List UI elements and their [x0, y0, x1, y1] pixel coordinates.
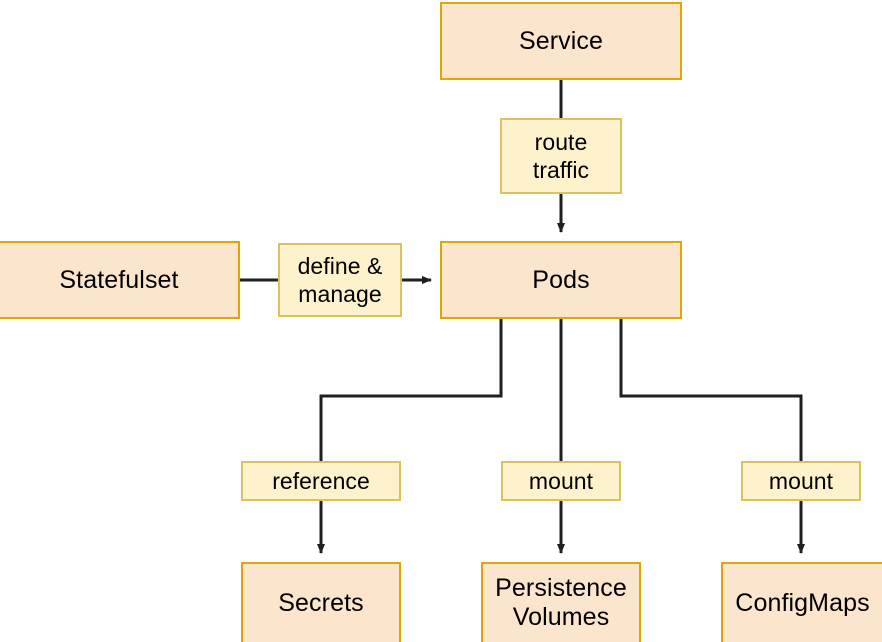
edge-label-mount-persistence-volumes[interactable]: mount: [501, 461, 621, 501]
node-statefulset[interactable]: Statefulset: [0, 241, 240, 319]
node-pods-label: Pods: [532, 265, 590, 294]
edge-label-mount-configmaps-text: mount: [768, 468, 834, 494]
edge-label-route-traffic[interactable]: route traffic: [500, 118, 622, 194]
edge-label-define-manage-text: define & manage: [297, 253, 383, 307]
edge-label-mount-configmaps[interactable]: mount: [741, 461, 861, 501]
edge-label-route-traffic-text: route traffic: [532, 129, 590, 183]
edge-label-define-manage[interactable]: define & manage: [278, 243, 402, 317]
edge-pods-to-reference: [319, 319, 503, 461]
node-configmaps[interactable]: ConfigMaps: [721, 562, 882, 642]
node-service[interactable]: Service: [440, 2, 682, 80]
node-secrets[interactable]: Secrets: [241, 562, 401, 642]
edge-label-reference-text: reference: [272, 468, 370, 494]
edge-pods-to-mount-cm: [619, 319, 803, 461]
node-configmaps-label: ConfigMaps: [735, 588, 870, 617]
node-persistence-volumes-label: Persistence Volumes: [495, 574, 627, 631]
node-pods[interactable]: Pods: [440, 241, 682, 319]
node-service-label: Service: [518, 26, 604, 55]
node-persistence-volumes[interactable]: Persistence Volumes: [481, 562, 641, 642]
edge-label-reference[interactable]: reference: [241, 461, 401, 501]
node-secrets-label: Secrets: [278, 588, 364, 617]
node-statefulset-label: Statefulset: [59, 265, 179, 294]
edge-label-mount-persistence-volumes-text: mount: [528, 468, 594, 494]
